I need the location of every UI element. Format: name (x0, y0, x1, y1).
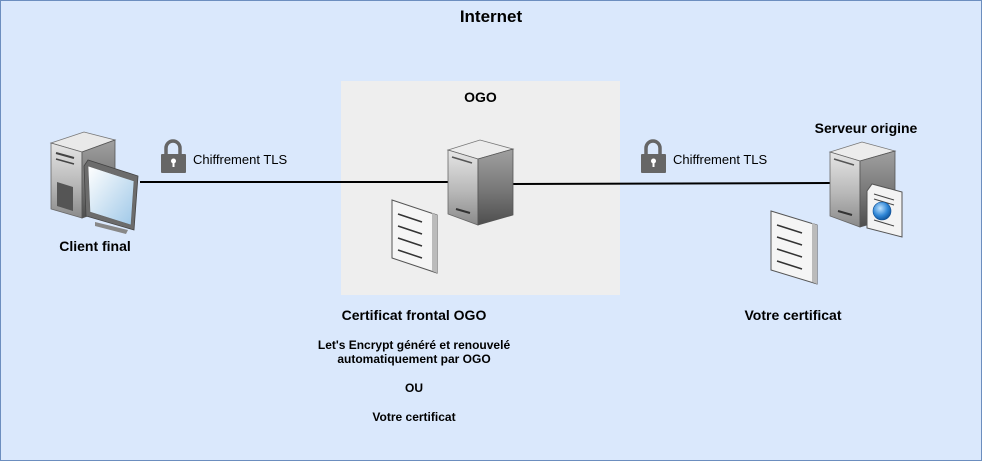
padlock-icon (641, 139, 666, 173)
document-icon (391, 199, 438, 274)
server-icon (446, 139, 515, 226)
internet-zone-title: Internet (459, 7, 523, 26)
ogo-certificate-title: Certificat frontal OGO (341, 307, 487, 323)
tls-link-label: Chiffrement TLS (673, 152, 768, 167)
ogo-certificate-description: Let's Encrypt généré et renouvelé automa… (317, 338, 511, 366)
desktop-computer-icon (49, 131, 139, 234)
padlock-icon (161, 139, 186, 173)
ogo-certificate-alternative: Votre certificat (372, 410, 456, 424)
your-certificate-label: Votre certificat (744, 307, 842, 323)
web-server-icon (828, 141, 903, 238)
client-label: Client final (59, 238, 131, 254)
origin-server-label: Serveur origine (814, 120, 918, 136)
tls-link-label: Chiffrement TLS (193, 152, 288, 167)
ogo-certificate-or: OU (405, 381, 423, 395)
ogo-zone-title: OGO (464, 89, 497, 105)
connector-ogo-origin (511, 182, 831, 185)
document-icon (770, 210, 818, 285)
